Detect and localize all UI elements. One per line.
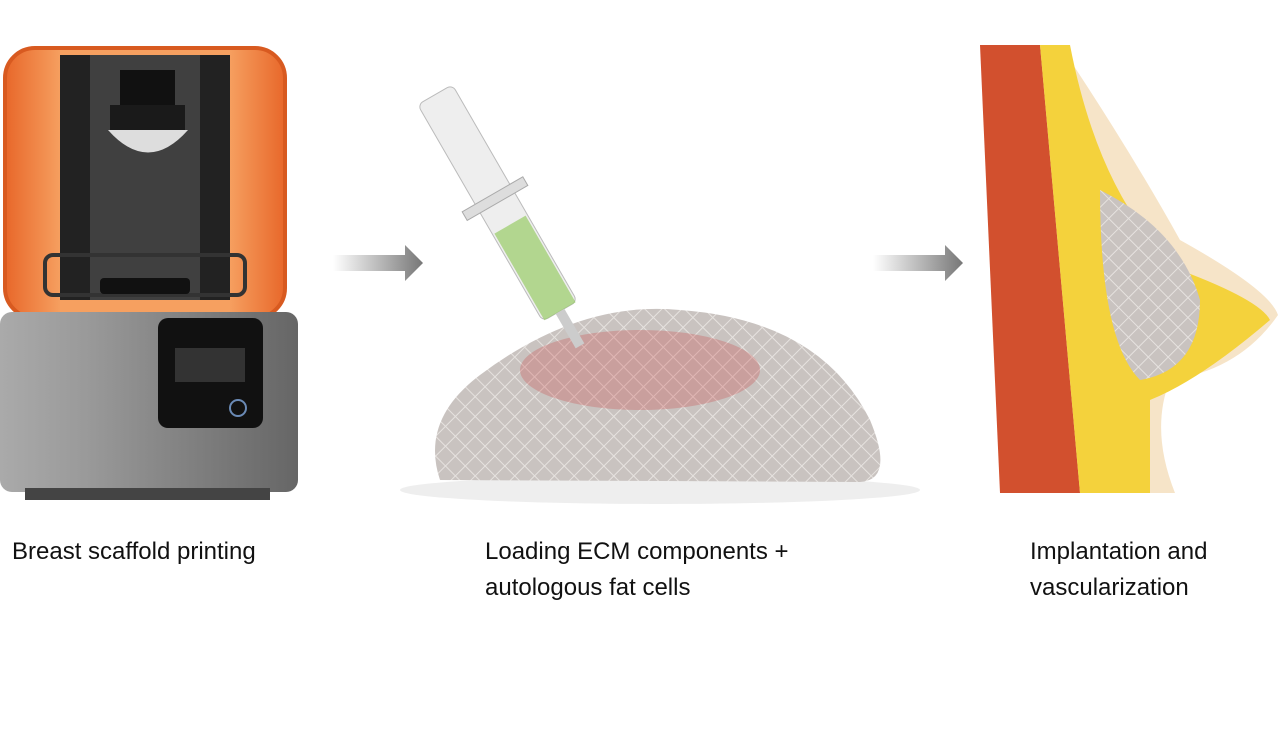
step-2-label-line2: autologous fat cells bbox=[485, 574, 691, 601]
arrow-2 bbox=[873, 245, 963, 281]
step-3-label-line2: vascularization bbox=[1030, 574, 1189, 601]
step-1-label: Breast scaffold printing bbox=[12, 538, 256, 565]
step-3-label: Implantation and vascularization bbox=[1030, 534, 1207, 606]
syringe-icon bbox=[419, 86, 585, 349]
printer-illustration bbox=[0, 46, 298, 500]
arrow-1 bbox=[333, 245, 423, 281]
step-2-label: Loading ECM components + autologous fat … bbox=[485, 534, 789, 606]
step-2-label-line1: Loading ECM components + bbox=[485, 538, 789, 565]
step-3-label-line1: Implantation and bbox=[1030, 538, 1208, 565]
scaffold-illustration bbox=[400, 86, 920, 504]
breast-illustration bbox=[980, 45, 1278, 493]
